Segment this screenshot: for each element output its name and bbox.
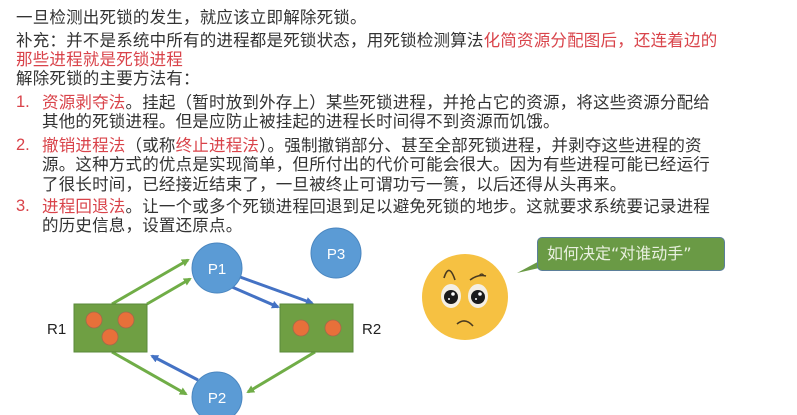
resource-label-r1: R1: [47, 321, 66, 338]
process-p1: P1: [191, 242, 243, 294]
method-number: 1.: [16, 93, 30, 111]
speech-bubble: 如何决定“对谁动手”: [537, 237, 725, 271]
supplement-line: 补充：并不是系统中所有的进程都是死锁状态，用死锁检测算法化简资源分配图后，还连着…: [16, 31, 717, 50]
method-line: 资源剥夺法。挂起（暂时放到外存上）某些死锁进程，并抢占它的资源，将这些资源分配给: [42, 93, 710, 112]
method-line: 的历史信息，设置还原点。: [42, 216, 243, 235]
request-edge-p1-r2: [231, 285, 280, 309]
resource-instance: [101, 328, 119, 346]
assignment-edge-r1-p1: [111, 258, 190, 306]
supplement-highlight: 化简资源分配图后，还连着边的: [483, 31, 718, 50]
paren-text: （或称: [125, 136, 176, 155]
resource-instance: [85, 311, 103, 329]
resource-label-r2: R2: [362, 321, 381, 338]
supplement-highlight-continued: 那些进程就是死锁进程: [16, 50, 183, 69]
method-alt-name: 终止进程法: [175, 136, 260, 155]
supplement-prefix: 补充：并不是系统中所有的进程都是死锁状态，用死锁检测算法: [16, 31, 484, 50]
method-line: 其他的死锁进程。但是应防止被挂起的进程长时间得不到资源而饥饿。: [42, 112, 560, 131]
method-name: 资源剥夺法: [42, 93, 126, 112]
resource-instance: [117, 311, 135, 329]
method-line: 了很长时间，已经接近结束了，一旦被终止可谓功亏一篑，以后还得从头再来。: [42, 175, 627, 194]
process-label: P2: [208, 390, 226, 407]
method-description: ）。强制撤销部分、甚至全部死锁进程，并剥夺这些进程的资: [259, 136, 702, 155]
edges: [111, 258, 316, 396]
method-line: 撤销进程法（或称终止进程法）。强制撤销部分、甚至全部死锁进程，并剥夺这些进程的资: [42, 136, 702, 155]
process-p3: P3: [310, 227, 362, 279]
method-number: 2.: [16, 136, 30, 154]
method-number: 3.: [16, 197, 30, 215]
request-edge-p1-r2: [239, 275, 314, 305]
methods-heading: 解除死锁的主要方法有：: [16, 69, 200, 88]
process-p2: P2: [191, 371, 243, 415]
method-name: 进程回退法: [42, 197, 126, 216]
method-name: 撤销进程法: [42, 136, 126, 155]
method-line: 源。这种方式的优点是实现简单，但所付出的代价可能会很大。因为有些进程可能已经运行: [42, 155, 710, 174]
process-label: P1: [208, 261, 226, 278]
intro-line: 一旦检测出死锁的发生，就应该立即解除死锁。: [16, 8, 367, 27]
assignment-edge-r1-p2: [111, 350, 188, 396]
method-line: 进程回退法。让一个或多个死锁进程回退到足以避免死锁的地步。这就要求系统要记录进程: [42, 197, 710, 216]
confused-face-icon: [422, 254, 508, 340]
resource-r1: [73, 303, 148, 353]
assignment-edge-r2-p2: [246, 350, 316, 394]
resource-r2: [279, 303, 354, 353]
resource-instance: [292, 319, 310, 337]
request-edge-p2-r1: [150, 354, 199, 382]
method-description: 。挂起（暂时放到外存上）某些死锁进程，并抢占它的资源，将这些资源分配给: [125, 93, 710, 112]
process-label: P3: [327, 246, 345, 263]
assignment-edge-r1-p1: [146, 277, 192, 306]
method-description: 。让一个或多个死锁进程回退到足以避免死锁的地步。这就要求系统要记录进程: [125, 197, 710, 216]
resource-instance: [324, 319, 342, 337]
